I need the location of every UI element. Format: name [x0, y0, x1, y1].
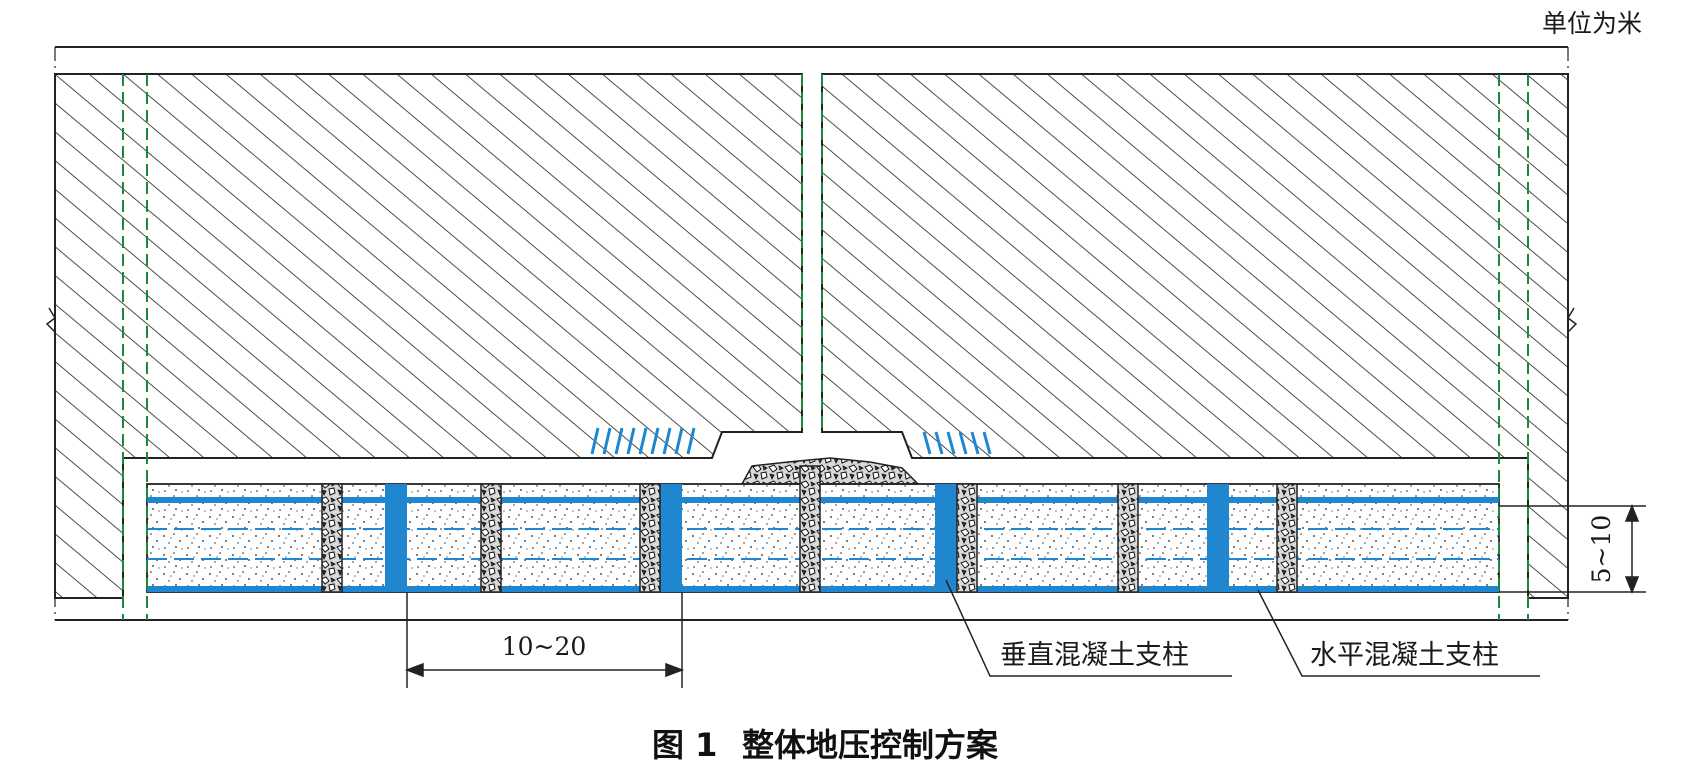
rubble-pile: [740, 457, 920, 485]
vertical-support: [935, 484, 957, 592]
green-guide-lines: [122, 74, 1529, 620]
rubble-pillar: [480, 483, 502, 593]
spacing-dimension: [404, 592, 685, 688]
rubble-pillar: [956, 483, 978, 593]
vertical-support: [1207, 484, 1229, 592]
vertical-support-leader: [945, 579, 1232, 677]
right-break-mark: [1567, 307, 1578, 333]
figure-caption-title: 整体地压控制方案: [742, 726, 999, 764]
figure-caption-number: 图 1: [652, 726, 717, 764]
rubble-pillar: [639, 483, 661, 593]
roof-fracture-marks-left: [590, 427, 696, 455]
unit-label: 单位为米: [1542, 9, 1642, 38]
horizontal-support-leader: [1257, 589, 1540, 677]
left-break-mark: [45, 307, 56, 333]
rubble-pillar: [1117, 483, 1139, 593]
vertical-support: [385, 484, 407, 592]
vertical-support: [660, 484, 682, 592]
height-dimension: [1499, 503, 1646, 595]
vertical-support-label: 垂直混凝土支柱: [1000, 640, 1189, 671]
rubble-pillar: [799, 465, 821, 593]
horizontal-support-label: 水平混凝土支柱: [1310, 640, 1499, 671]
roof-fracture-marks-right: [922, 431, 992, 455]
rubble-pillar: [1276, 483, 1298, 593]
spacing-dimension-label: 10~20: [502, 632, 587, 661]
rubble-pillar: [321, 483, 343, 593]
height-dimension-label: 5~10: [1587, 515, 1616, 584]
